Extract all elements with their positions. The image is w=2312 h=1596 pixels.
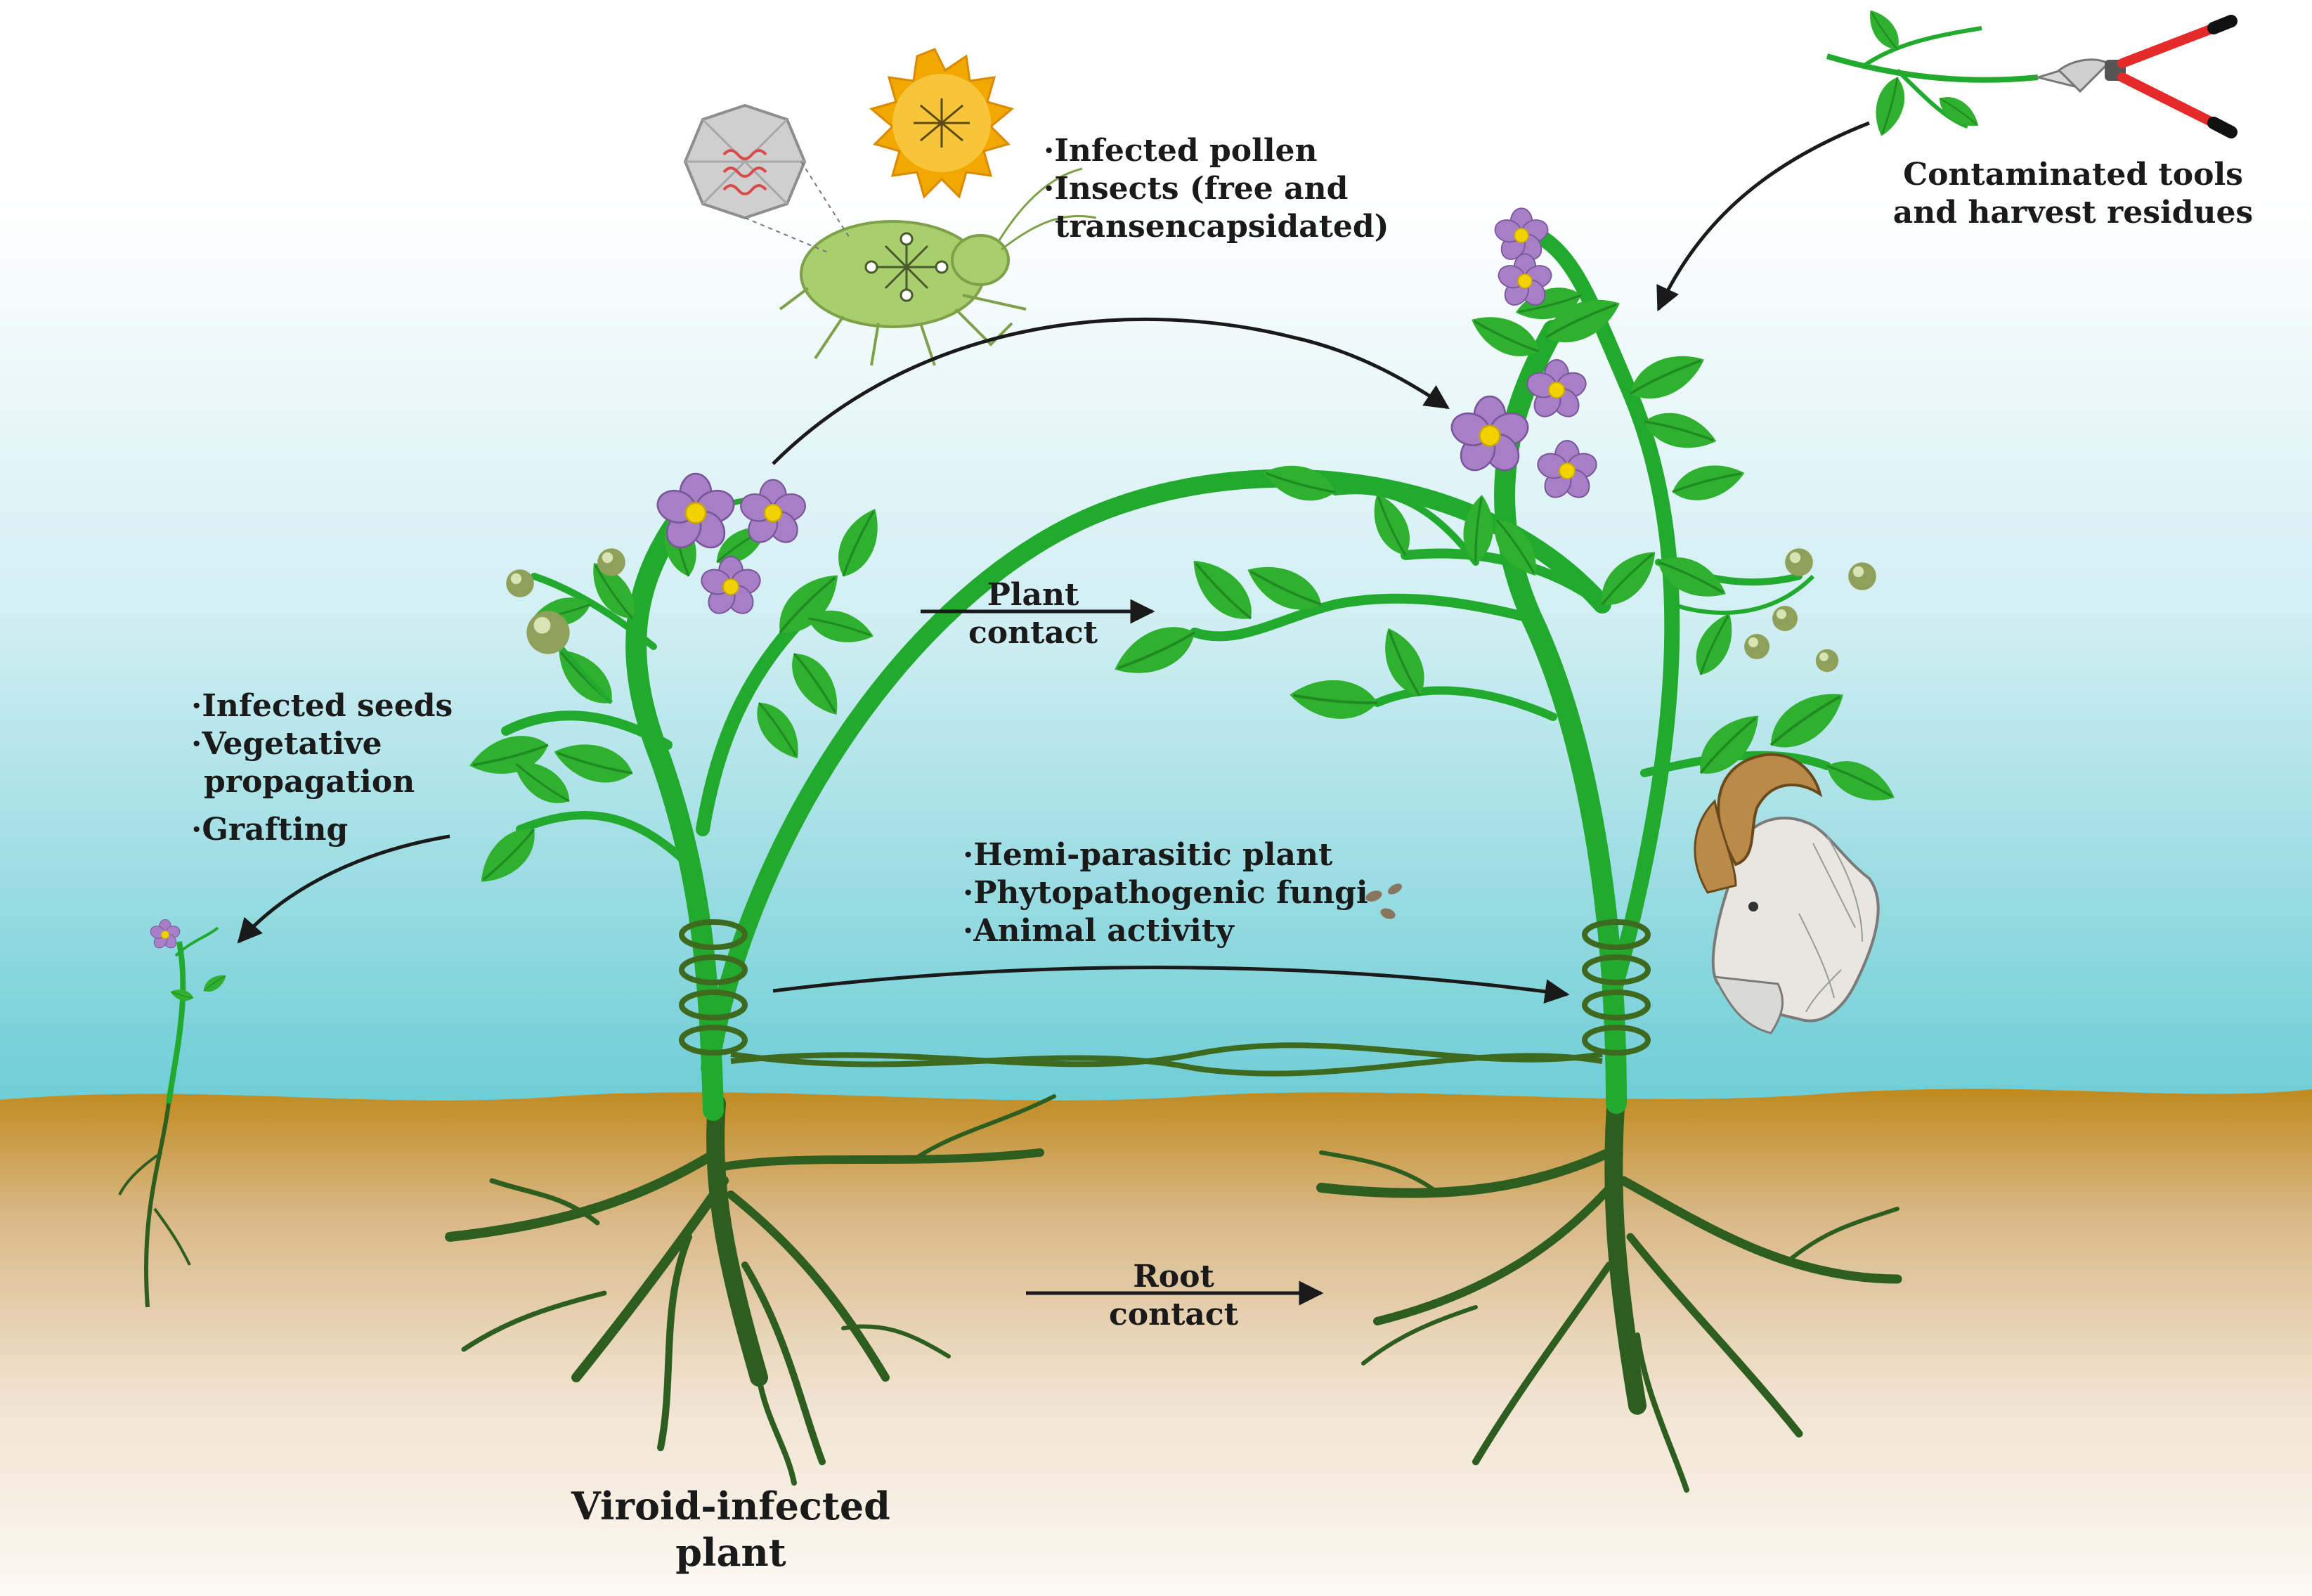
label-hemi-parasitic: ·Hemi-parasitic plant ·Phytopathogenic f… — [963, 836, 1368, 950]
hemi-parasitic-vine — [730, 1042, 1603, 1077]
label-insects-pollen: ·Infected pollen ·Insects (free and tran… — [1044, 132, 1389, 246]
label-line: contact — [968, 615, 1098, 651]
label-plant-contact: Plant contact — [942, 576, 1124, 652]
label-line: plant — [675, 1530, 786, 1575]
left-plant-stem — [625, 495, 724, 1121]
goat-icon — [1694, 753, 1880, 1034]
label-line: Root — [1133, 1259, 1214, 1295]
label-line: ·Insects (free and — [1044, 171, 1349, 207]
recipient-plant — [1105, 207, 1902, 1493]
soil-ground — [0, 1089, 2312, 1596]
label-root-contact: Root contact — [1082, 1258, 1265, 1334]
label-line: and harvest residues — [1892, 195, 2254, 231]
infected-vine-arc — [701, 469, 1611, 1077]
arrow-tools-to-plant — [1656, 121, 1870, 312]
label-line: Contaminated tools — [1903, 157, 2243, 193]
label-line: ·Vegetative — [191, 726, 382, 762]
label-tools: Contaminated tools and harvest residues — [1869, 156, 2277, 232]
transmission-arrows — [237, 121, 1870, 1306]
arrow-seeds — [237, 834, 450, 944]
berry-icon — [506, 548, 625, 705]
label-line: propagation — [204, 764, 415, 800]
label-line: contact — [1108, 1297, 1239, 1332]
label-line: ·Hemi-parasitic plant — [963, 837, 1333, 873]
arrow-insects-to-plant — [772, 317, 1450, 465]
aphid-icon — [779, 167, 1097, 366]
label-line: ·Animal activity — [963, 913, 1234, 949]
viroid-particle-icon — [683, 103, 851, 254]
fungi-spores-icon — [1365, 883, 1402, 919]
viroid-infected-plant — [445, 469, 1611, 1486]
arrow-hemi-parasitic — [772, 966, 1570, 1004]
label-line: transencapsidated) — [1055, 209, 1389, 245]
pollen-icon — [869, 48, 1015, 199]
label-line: ·Infected seeds — [191, 688, 453, 724]
right-plant-roots — [1316, 1087, 1902, 1493]
left-vine-twist — [679, 919, 748, 1056]
sky-background — [0, 0, 2312, 1110]
label-line: ·Grafting — [191, 812, 349, 848]
pruning-shears-icon — [1826, 3, 2238, 141]
label-line: ·Infected pollen — [1044, 133, 1318, 169]
berry-icon — [1672, 548, 1876, 673]
left-plant-roots — [445, 1094, 1056, 1486]
label-seeds: ·Infected seeds ·Vegetative propagation … — [191, 687, 453, 849]
seedling-icon — [118, 919, 230, 1308]
right-vine-twist — [1582, 919, 1651, 1056]
label-line: Viroid-infected — [571, 1484, 890, 1529]
label-line: ·Phytopathogenic fungi — [963, 875, 1368, 911]
right-plant-stem — [1494, 320, 1627, 1114]
label-line: Plant — [987, 577, 1079, 613]
label-viroid-plant: Viroid-infected plant — [548, 1483, 914, 1576]
